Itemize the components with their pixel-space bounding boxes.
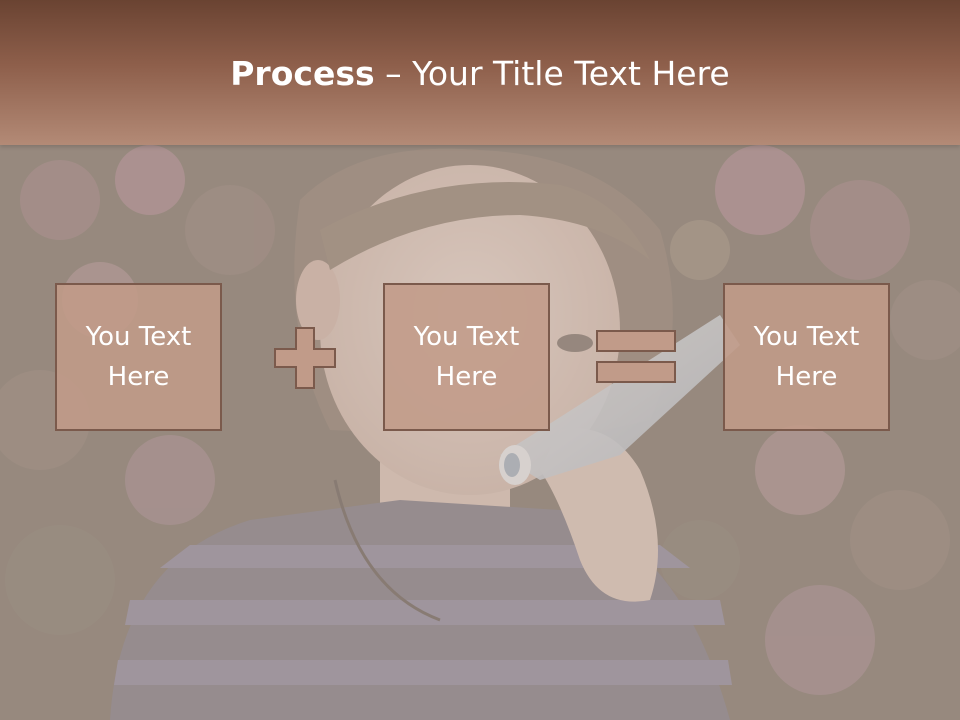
slide-title: Process – Your Title Text Here	[0, 52, 960, 96]
process-box-2[interactable]: You Text Here	[383, 283, 550, 431]
title-text: Your Title Text Here	[412, 54, 730, 93]
process-box-1[interactable]: You Text Here	[55, 283, 222, 431]
plus-icon	[274, 327, 336, 389]
title-bold-part: Process	[230, 54, 375, 93]
title-bar	[0, 0, 960, 145]
equals-icon	[596, 330, 676, 385]
process-box-3[interactable]: You Text Here	[723, 283, 890, 431]
title-dash: –	[374, 54, 413, 93]
